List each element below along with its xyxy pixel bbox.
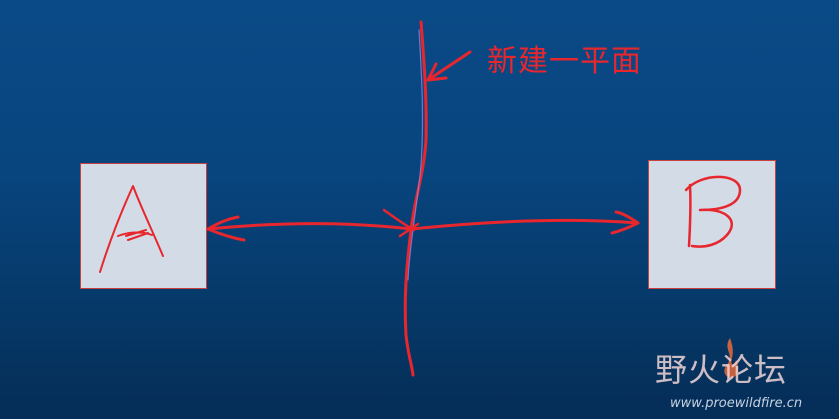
watermark-name: 野火论坛: [655, 351, 788, 389]
box-b: [648, 160, 776, 289]
box-a: [80, 163, 207, 289]
new-plane-line: [403, 20, 428, 377]
watermark-url: www.proewildfire.cn: [670, 396, 803, 411]
annotation-arrow: [426, 50, 472, 82]
arrow-to-b: [409, 210, 640, 235]
annotation-label: 新建一平面: [487, 44, 642, 79]
arrow-to-a: [206, 215, 413, 242]
flame-logo-icon: [724, 338, 739, 378]
